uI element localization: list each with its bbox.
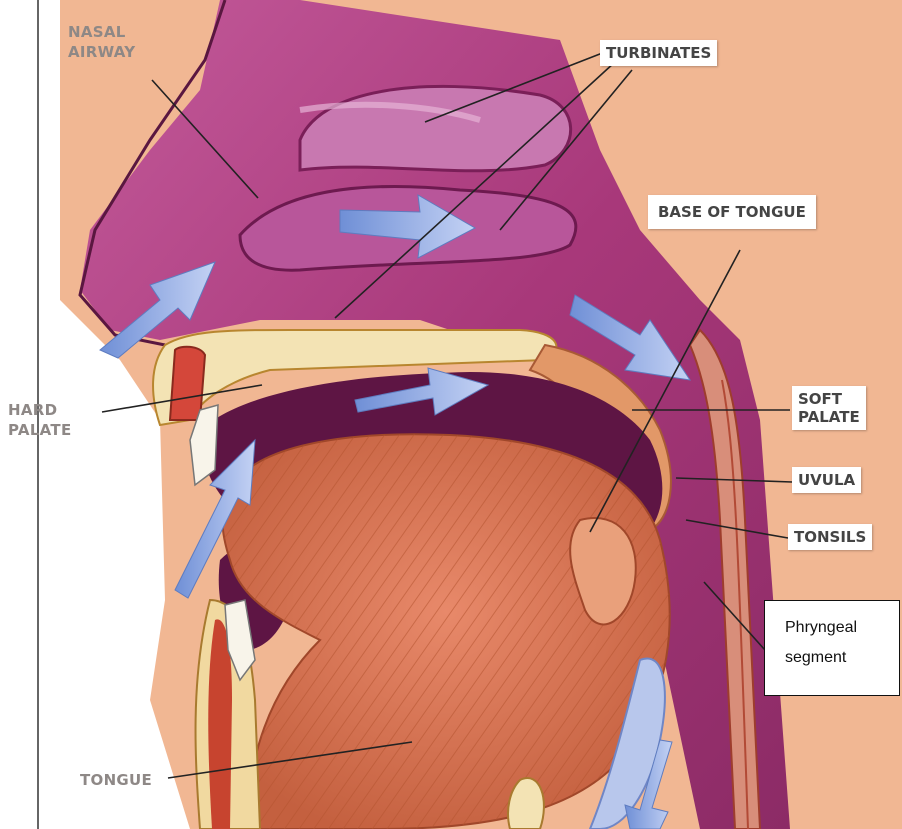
label-uvula: UVULA [792,467,861,493]
label-phryngeal-segment: Phryngeal segment [764,600,900,696]
label-phryngeal-segment-line2: segment [785,643,899,673]
label-hard-palate-line1: HARD [8,400,72,420]
upper-lip-bone [170,347,205,420]
label-soft-palate: SOFT PALATE [792,386,866,430]
label-soft-palate-line2: PALATE [798,408,860,426]
label-soft-palate-line1: SOFT [798,390,860,408]
label-tonsils: TONSILS [788,524,872,550]
label-hard-palate-line2: PALATE [8,420,72,440]
label-nasal-airway-line2: AIRWAY [68,42,135,62]
label-nasal-airway-line1: NASAL [68,22,135,42]
label-phryngeal-segment-line1: Phryngeal [785,613,899,643]
label-tongue: TONGUE [80,770,152,790]
label-turbinates: TURBINATES [600,40,717,66]
label-base-of-tongue: BASE OF TONGUE [648,195,816,229]
label-nasal-airway: NASAL AIRWAY [68,22,135,62]
label-hard-palate: HARD PALATE [8,400,72,440]
